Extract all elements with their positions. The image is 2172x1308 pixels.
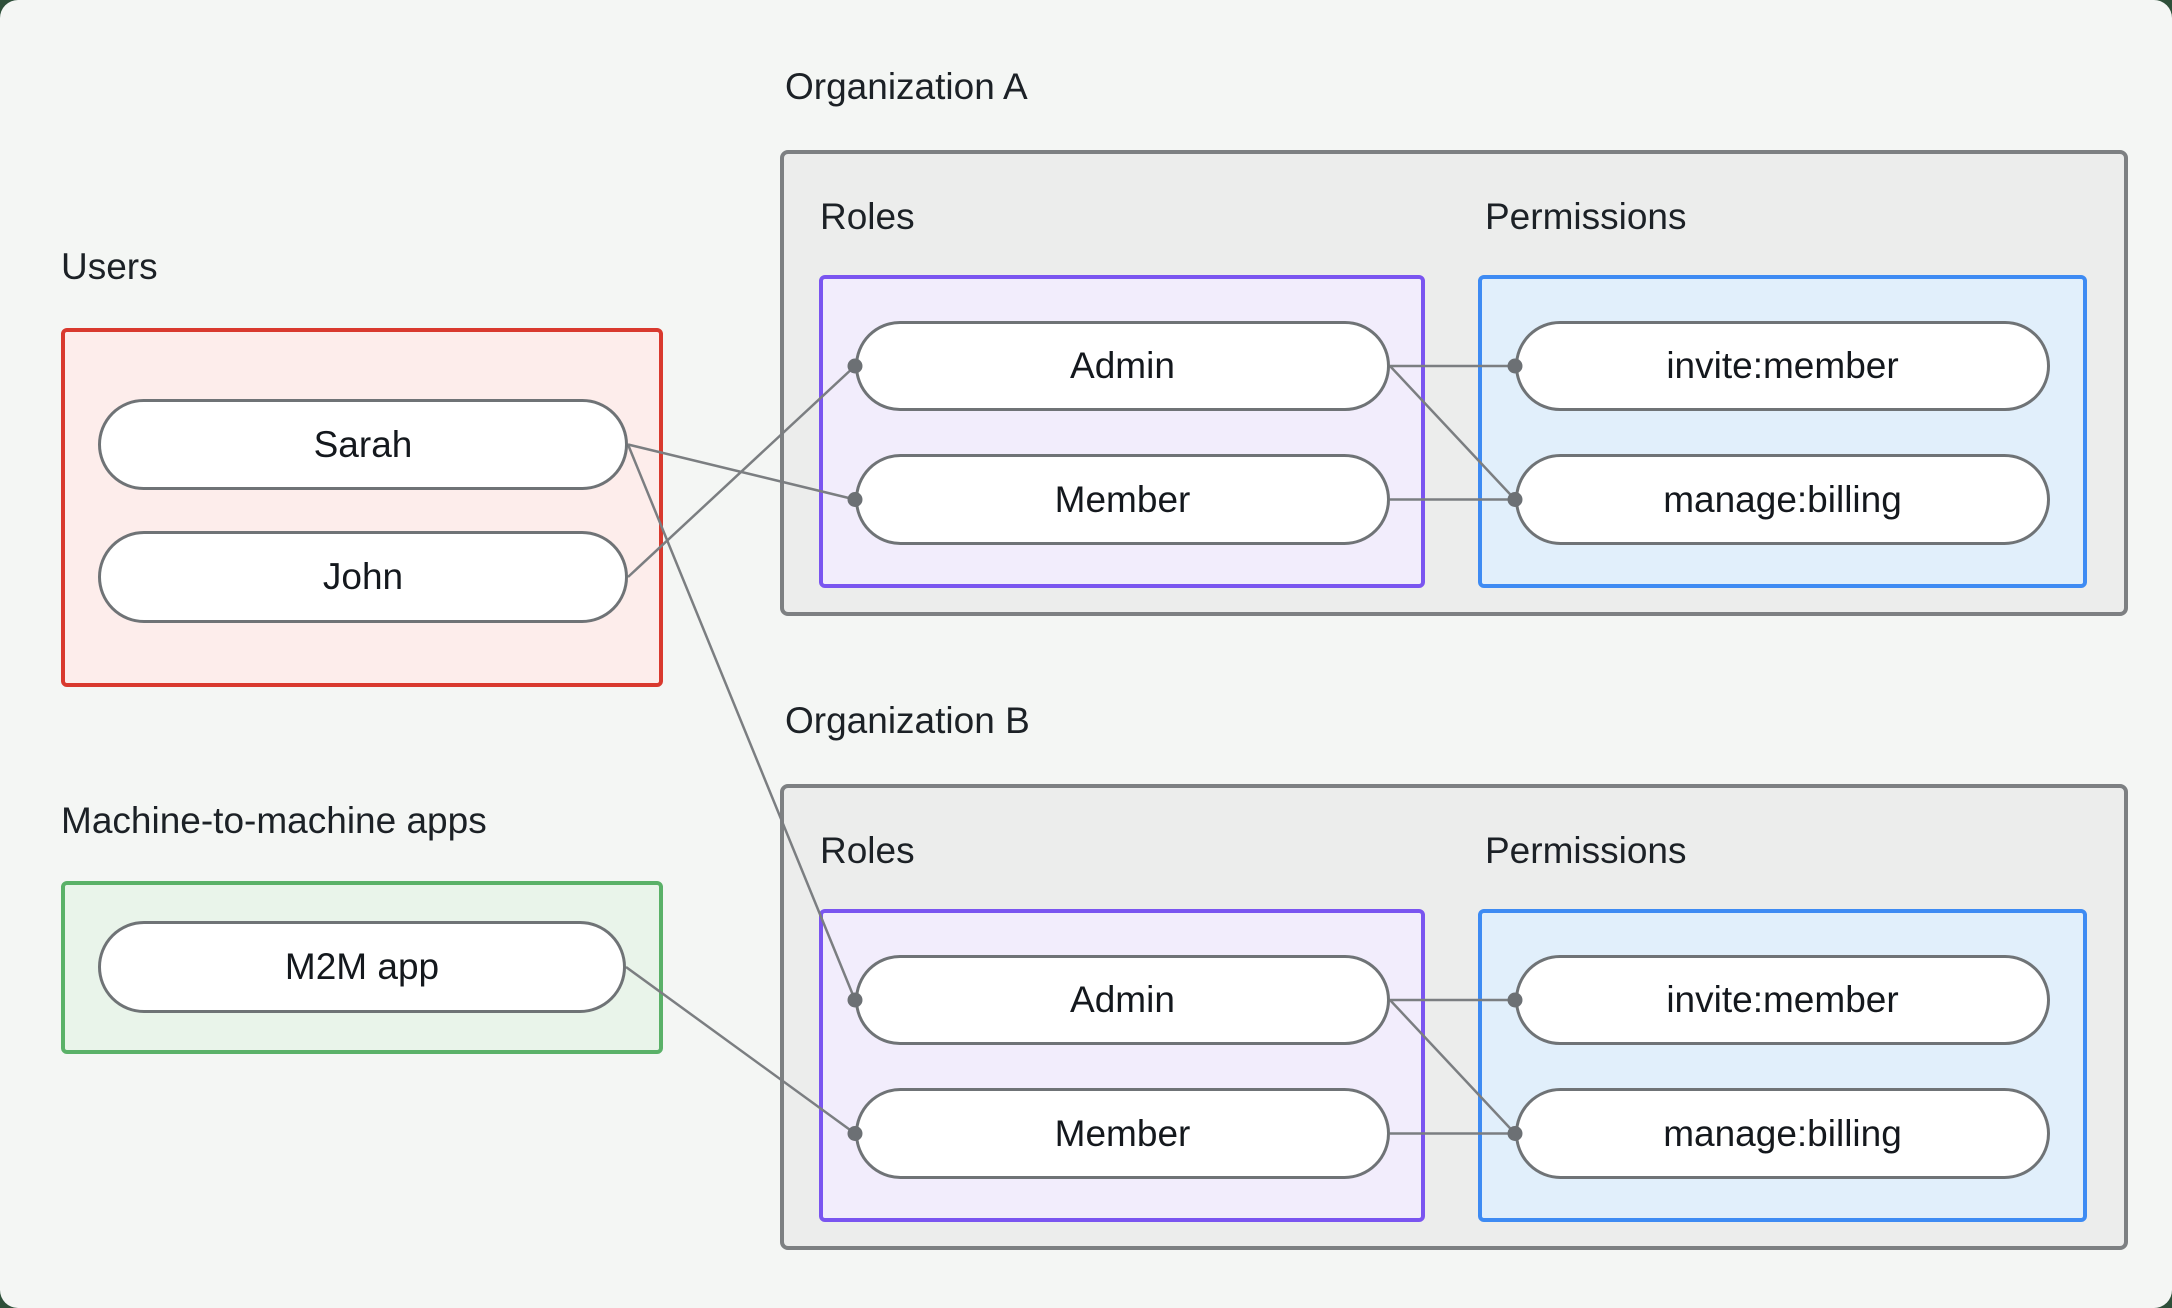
- m2m-app-node: M2M app: [98, 921, 626, 1013]
- org-a-permission-manage-billing-label: manage:billing: [1663, 478, 1902, 520]
- m2m-section-title: Machine-to-machine apps: [61, 800, 487, 841]
- org-a-permissions-box: invite:member manage:billing: [1478, 275, 2087, 588]
- user-node-john-label: John: [322, 556, 404, 597]
- org-b-permission-invite-member: invite:member: [1515, 955, 2050, 1045]
- users-group-box: Sarah John: [61, 328, 663, 687]
- org-b-permissions-box: invite:member manage:billing: [1478, 909, 2087, 1222]
- org-b-role-admin: Admin: [855, 955, 1390, 1045]
- org-a-title: Organization A: [785, 66, 1028, 107]
- user-node-john: John: [98, 531, 628, 623]
- org-a-role-member: Member: [855, 454, 1390, 545]
- org-a-permission-invite-member-label: invite:member: [1666, 345, 1899, 386]
- org-a-permission-manage-billing: manage:billing: [1515, 454, 2050, 545]
- org-b-permission-manage-billing-label: manage:billing: [1663, 1112, 1902, 1154]
- org-b-roles-box: Admin Member: [819, 909, 1425, 1222]
- m2m-app-node-label: M2M app: [284, 946, 440, 987]
- org-b-role-admin-label: Admin: [1070, 979, 1175, 1020]
- org-a-box: Roles Permissions Admin Member invite:me…: [780, 150, 2128, 616]
- org-b-box: Roles Permissions Admin Member invite:me…: [780, 784, 2128, 1250]
- org-b-roles-title: Roles: [820, 830, 915, 871]
- org-b-role-member: Member: [855, 1088, 1390, 1179]
- org-a-permission-invite-member: invite:member: [1515, 321, 2050, 411]
- user-node-sarah: Sarah: [98, 399, 628, 490]
- user-node-sarah-label: Sarah: [313, 423, 413, 465]
- org-a-role-admin: Admin: [855, 321, 1390, 411]
- org-a-role-admin-label: Admin: [1070, 345, 1175, 386]
- org-b-title: Organization B: [785, 700, 1030, 741]
- org-b-permissions-title: Permissions: [1485, 830, 1687, 871]
- org-a-roles-title: Roles: [820, 196, 915, 237]
- org-b-permission-manage-billing: manage:billing: [1515, 1088, 2050, 1179]
- org-a-roles-box: Admin Member: [819, 275, 1425, 588]
- org-b-role-member-label: Member: [1054, 1112, 1191, 1154]
- m2m-group-box: M2M app: [61, 881, 663, 1054]
- org-a-role-member-label: Member: [1054, 478, 1191, 520]
- users-section-title: Users: [61, 246, 158, 287]
- org-b-permission-invite-member-label: invite:member: [1666, 979, 1899, 1020]
- org-a-permissions-title: Permissions: [1485, 196, 1687, 237]
